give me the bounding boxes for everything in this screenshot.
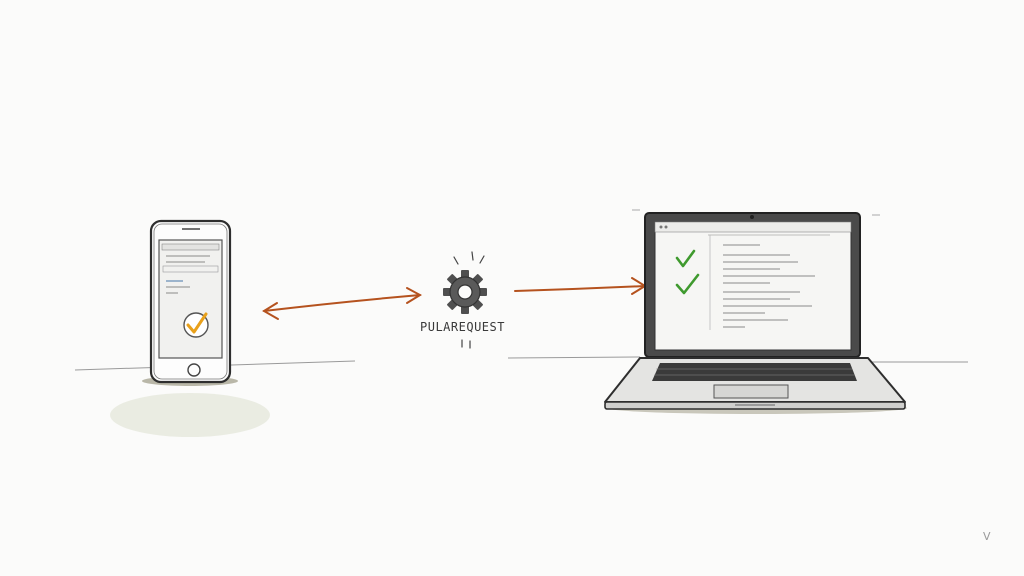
ground-line-mid <box>507 356 641 359</box>
phone-shadow <box>110 393 270 437</box>
arrow-phone-server <box>262 287 423 320</box>
laptop-check-icon-2 <box>675 273 700 295</box>
phone-check-icon <box>186 312 208 334</box>
smartphone-icon <box>149 219 232 384</box>
arrow-server-laptop <box>514 277 647 295</box>
server-label: PULAREQUEST <box>420 320 505 334</box>
gear-spark-lines <box>453 251 485 349</box>
laptop-spark-lines <box>632 209 880 216</box>
gear-icon <box>443 270 487 314</box>
corner-mark: V <box>983 530 991 543</box>
laptop-icon <box>604 212 907 414</box>
laptop-check-icon-1 <box>675 249 696 268</box>
